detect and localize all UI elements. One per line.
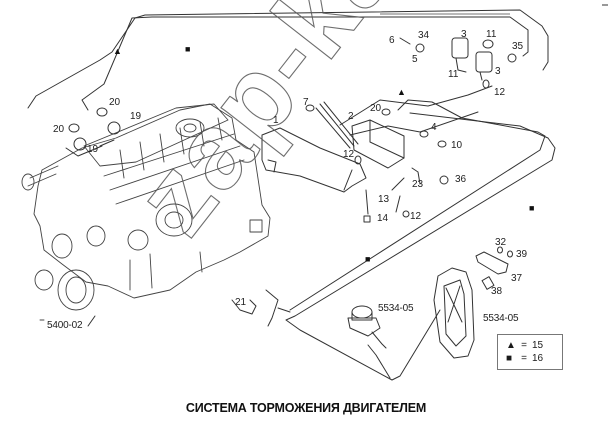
leader-lines-manifold bbox=[315, 101, 405, 213]
legend-value: 15 bbox=[532, 340, 544, 351]
callout-21: 21 bbox=[235, 297, 247, 308]
callout-12-top: 12 bbox=[494, 87, 506, 98]
bracket-1-hole bbox=[267, 159, 277, 173]
ref-engine-group: 5400-02 bbox=[47, 320, 83, 331]
engine-drawing bbox=[21, 103, 271, 321]
callout-35: 35 bbox=[512, 41, 524, 52]
legend-item-square: ■ = 16 bbox=[506, 353, 543, 365]
manifold-block-2-face bbox=[369, 119, 405, 159]
valve-group-left bbox=[347, 305, 387, 349]
fitting-4 bbox=[419, 130, 429, 138]
bolt-13 bbox=[365, 189, 369, 215]
legend-box: ▲ = 15 ■ = 16 bbox=[497, 334, 563, 370]
callout-12-manifold: 12 bbox=[343, 149, 355, 160]
pipe-triangle-loop bbox=[289, 99, 546, 311]
square-icon: ■ bbox=[506, 353, 513, 364]
callout-36: 36 bbox=[455, 174, 467, 185]
callout-2: 2 bbox=[348, 111, 354, 122]
callout-1: 1 bbox=[273, 115, 279, 126]
marker-triangle-left: ▲ bbox=[113, 46, 122, 56]
callout-20-upper: 20 bbox=[109, 97, 121, 108]
callout-12-lower: 12 bbox=[410, 211, 422, 222]
legend-value: 16 bbox=[532, 353, 544, 364]
fitting-7 bbox=[305, 104, 315, 112]
callout-5: 5 bbox=[412, 54, 418, 65]
ref-valve-group-left: 5534-05 bbox=[378, 303, 414, 314]
bracket-21-brace bbox=[265, 289, 291, 327]
callout-38: 38 bbox=[491, 286, 503, 297]
fitting-20-upper bbox=[381, 108, 391, 116]
part-37 bbox=[475, 251, 509, 275]
marker-square-left: ■ bbox=[185, 44, 191, 54]
legend-equals: = bbox=[521, 340, 527, 351]
callout-6: 6 bbox=[389, 35, 395, 46]
pipe-to-valve bbox=[367, 344, 391, 379]
fitting-10 bbox=[437, 140, 447, 148]
diagram-caption: СИСТЕМА ТОРМОЖЕНИЯ ДВИГАТЕЛЕМ bbox=[185, 401, 427, 415]
valve-frame-right bbox=[433, 267, 475, 359]
fitting-11 bbox=[482, 39, 494, 49]
pipe-square-loop bbox=[285, 112, 556, 381]
fitting-35 bbox=[507, 53, 517, 63]
fitting-12-lower bbox=[402, 210, 410, 218]
callout-11-top: 11 bbox=[486, 29, 497, 40]
callout-4: 4 bbox=[431, 122, 437, 133]
bracket-1 bbox=[261, 127, 367, 193]
marker-square-lower: ■ bbox=[365, 254, 371, 264]
marker-square-right: ■ bbox=[529, 203, 535, 213]
corner-mark bbox=[602, 4, 608, 6]
legend-equals: = bbox=[521, 353, 527, 364]
callout-10: 10 bbox=[451, 140, 463, 151]
callout-19-left: 19 bbox=[87, 144, 99, 155]
callout-37: 37 bbox=[511, 273, 523, 284]
callout-13: 13 bbox=[378, 194, 390, 205]
callout-23: 23 bbox=[412, 179, 424, 190]
callout-32: 32 bbox=[495, 237, 507, 248]
pipe-square-upper bbox=[81, 16, 529, 111]
pipe-lower-branch bbox=[349, 111, 479, 136]
leader-5400-02 bbox=[87, 315, 96, 327]
callout-34: 34 bbox=[418, 30, 430, 41]
fitting-36 bbox=[439, 175, 449, 185]
screw-32 bbox=[497, 246, 503, 254]
callout-20-manifold: 20 bbox=[370, 103, 382, 114]
callout-11-mid: 11 bbox=[448, 69, 459, 80]
part-38 bbox=[481, 276, 495, 290]
callout-19-upper: 19 bbox=[130, 111, 142, 122]
nut-14 bbox=[363, 215, 371, 223]
fitting-12-mid bbox=[354, 155, 362, 165]
callout-3-right: 3 bbox=[495, 66, 501, 77]
callout-7: 7 bbox=[303, 97, 309, 108]
callout-14: 14 bbox=[377, 213, 389, 224]
callout-39: 39 bbox=[516, 249, 528, 260]
ref-valve-group-right: 5534-05 bbox=[483, 313, 519, 324]
solenoid-valves-3 bbox=[451, 37, 493, 81]
fitting-12-top bbox=[482, 79, 490, 89]
sensors-19-20 bbox=[65, 107, 121, 157]
pipe-upper-branch bbox=[339, 85, 493, 126]
legend-item-triangle: ▲ = 15 bbox=[506, 340, 543, 352]
marker-triangle-right: ▲ bbox=[397, 87, 406, 97]
pipe-triangle-upper bbox=[27, 9, 549, 109]
callout-20-left: 20 bbox=[53, 124, 65, 135]
part-21 bbox=[231, 299, 257, 315]
triangle-icon: ▲ bbox=[506, 340, 516, 351]
washer-34 bbox=[415, 43, 425, 53]
hose-23 bbox=[411, 167, 421, 185]
bolt-6 bbox=[399, 37, 411, 45]
screw-39 bbox=[507, 250, 513, 258]
callout-3-left: 3 bbox=[461, 29, 467, 40]
